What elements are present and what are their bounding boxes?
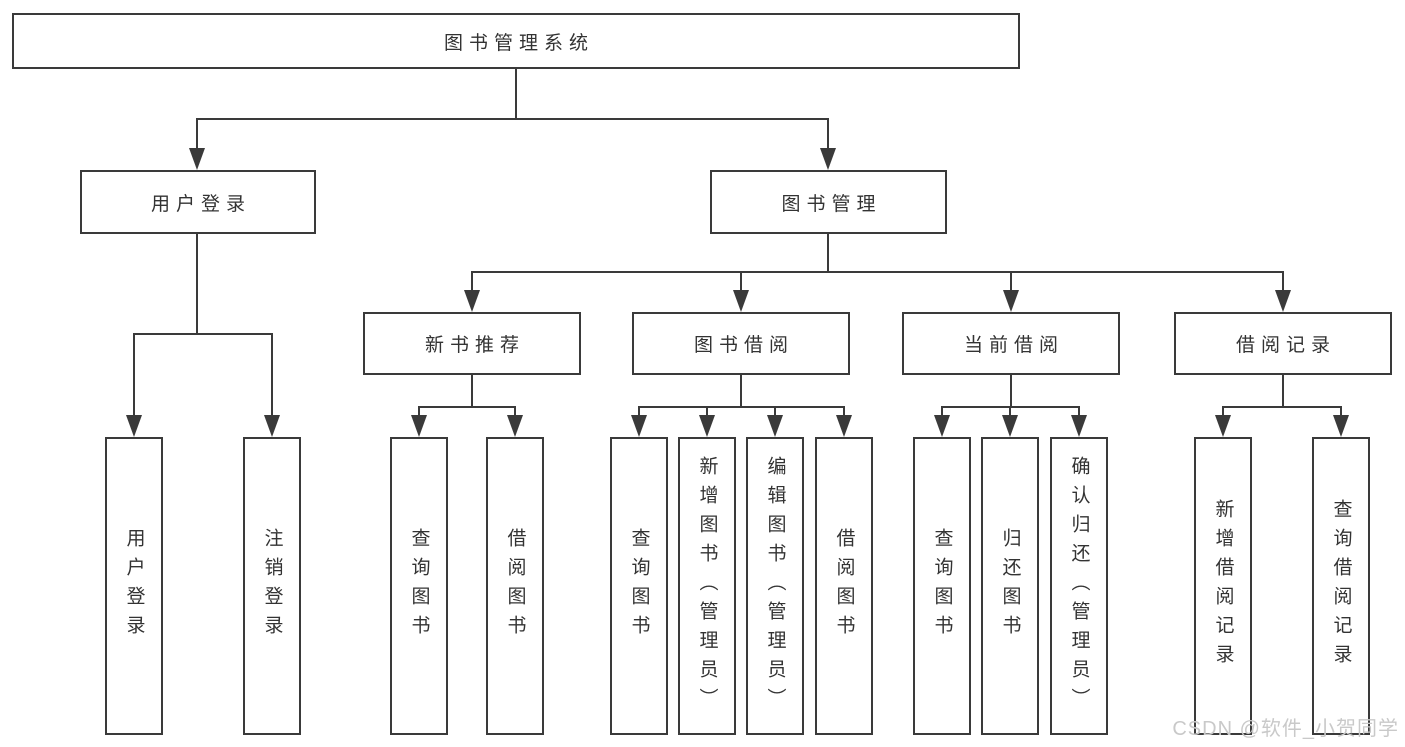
- arrowhead-down-icon: [836, 415, 852, 437]
- connector-line: [638, 406, 640, 415]
- connector-line: [514, 406, 516, 415]
- connector-line: [774, 406, 776, 415]
- connector-line: [418, 406, 516, 408]
- arrowhead-down-icon: [820, 148, 836, 170]
- node-new-book-recommendation: 新书推荐: [363, 312, 581, 375]
- leaf-edit-books-admin: 编辑图书（管理员）: [746, 437, 804, 735]
- leaf-borrow-books-recommend: 借阅图书: [486, 437, 544, 735]
- connector-line: [1222, 406, 1224, 415]
- connector-line: [740, 374, 742, 407]
- connector-line: [515, 69, 517, 119]
- arrowhead-down-icon: [1275, 290, 1291, 312]
- leaf-query-borrow-record: 查询借阅记录: [1312, 437, 1370, 735]
- connector-line: [941, 406, 943, 415]
- node-book-management: 图书管理: [710, 170, 947, 234]
- connector-line: [827, 118, 829, 150]
- leaf-add-borrow-record: 新增借阅记录: [1194, 437, 1252, 735]
- arrowhead-down-icon: [1071, 415, 1087, 437]
- leaf-query-books-current: 查询图书: [913, 437, 971, 735]
- connector-line: [1010, 374, 1012, 407]
- leaf-user-login: 用户登录: [105, 437, 163, 735]
- arrowhead-down-icon: [464, 290, 480, 312]
- leaf-add-books-admin: 新增图书（管理员）: [678, 437, 736, 735]
- arrowhead-down-icon: [1002, 415, 1018, 437]
- arrowhead-down-icon: [264, 415, 280, 437]
- connector-line: [196, 234, 198, 334]
- arrowhead-down-icon: [767, 415, 783, 437]
- connector-line: [827, 234, 829, 272]
- leaf-logout: 注销登录: [243, 437, 301, 735]
- arrowhead-down-icon: [1215, 415, 1231, 437]
- connector-line: [843, 406, 845, 415]
- connector-line: [271, 333, 273, 415]
- connector-line: [196, 118, 829, 120]
- connector-line: [1078, 406, 1080, 415]
- node-borrowing-records: 借阅记录: [1174, 312, 1392, 375]
- connector-line: [196, 118, 198, 150]
- connector-line: [471, 271, 1284, 273]
- arrowhead-down-icon: [411, 415, 427, 437]
- node-book-borrowing: 图书借阅: [632, 312, 850, 375]
- connector-line: [418, 406, 420, 415]
- node-user-login: 用户登录: [80, 170, 316, 234]
- leaf-query-books-recommend: 查询图书: [390, 437, 448, 735]
- connector-line: [1222, 406, 1342, 408]
- arrowhead-down-icon: [1333, 415, 1349, 437]
- arrowhead-down-icon: [733, 290, 749, 312]
- connector-line: [1282, 374, 1284, 407]
- arrowhead-down-icon: [507, 415, 523, 437]
- connector-line: [1282, 271, 1284, 290]
- connector-line: [133, 333, 273, 335]
- arrowhead-down-icon: [126, 415, 142, 437]
- connector-line: [1340, 406, 1342, 415]
- leaf-borrow-books: 借阅图书: [815, 437, 873, 735]
- connector-line: [1010, 271, 1012, 290]
- arrowhead-down-icon: [934, 415, 950, 437]
- leaf-return-books: 归还图书: [981, 437, 1039, 735]
- node-library-management-system: 图书管理系统: [12, 13, 1020, 69]
- node-current-borrowing: 当前借阅: [902, 312, 1120, 375]
- arrowhead-down-icon: [699, 415, 715, 437]
- arrowhead-down-icon: [189, 148, 205, 170]
- connector-line: [1009, 406, 1011, 415]
- connector-line: [133, 333, 135, 415]
- connector-line: [638, 406, 845, 408]
- connector-line: [471, 374, 473, 407]
- connector-line: [740, 271, 742, 290]
- connector-line: [706, 406, 708, 415]
- arrowhead-down-icon: [1003, 290, 1019, 312]
- connector-line: [471, 271, 473, 290]
- leaf-query-books-borrow: 查询图书: [610, 437, 668, 735]
- csdn-watermark: CSDN @软件_小贺同学: [1172, 718, 1399, 740]
- leaf-confirm-return-admin: 确认归还（管理员）: [1050, 437, 1108, 735]
- arrowhead-down-icon: [631, 415, 647, 437]
